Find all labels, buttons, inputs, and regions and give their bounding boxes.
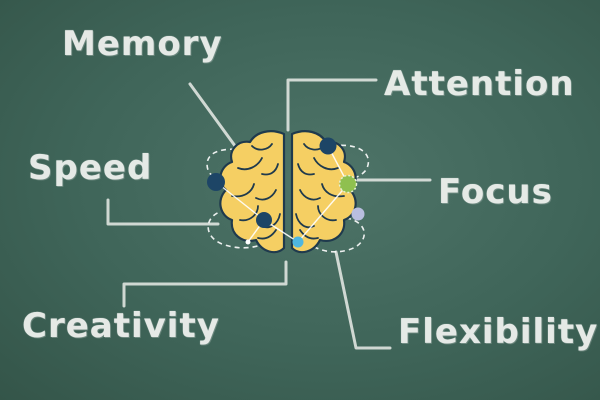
node-dot-navy-left xyxy=(207,173,225,191)
label-attention: Attention xyxy=(384,64,575,104)
connector-memory xyxy=(188,82,240,152)
node-dot-navy-center xyxy=(256,212,272,228)
node-dot-navy-top-right xyxy=(319,137,337,155)
label-memory: Memory xyxy=(62,24,223,64)
label-focus: Focus xyxy=(438,172,553,212)
label-flexibility: Flexibility xyxy=(398,312,599,352)
dashed-outline-left-bottom xyxy=(207,209,273,249)
node-dot-cyan xyxy=(292,236,304,248)
connector-creativity xyxy=(122,260,288,308)
node-dot-lavender xyxy=(351,207,365,221)
connector-attention xyxy=(286,78,378,132)
label-creativity: Creativity xyxy=(22,306,220,346)
node-dot-green xyxy=(338,174,358,194)
node-dot-small-white xyxy=(245,239,251,245)
label-speed: Speed xyxy=(28,148,153,188)
connector-speed xyxy=(106,198,220,226)
connector-flexibility xyxy=(334,250,392,350)
